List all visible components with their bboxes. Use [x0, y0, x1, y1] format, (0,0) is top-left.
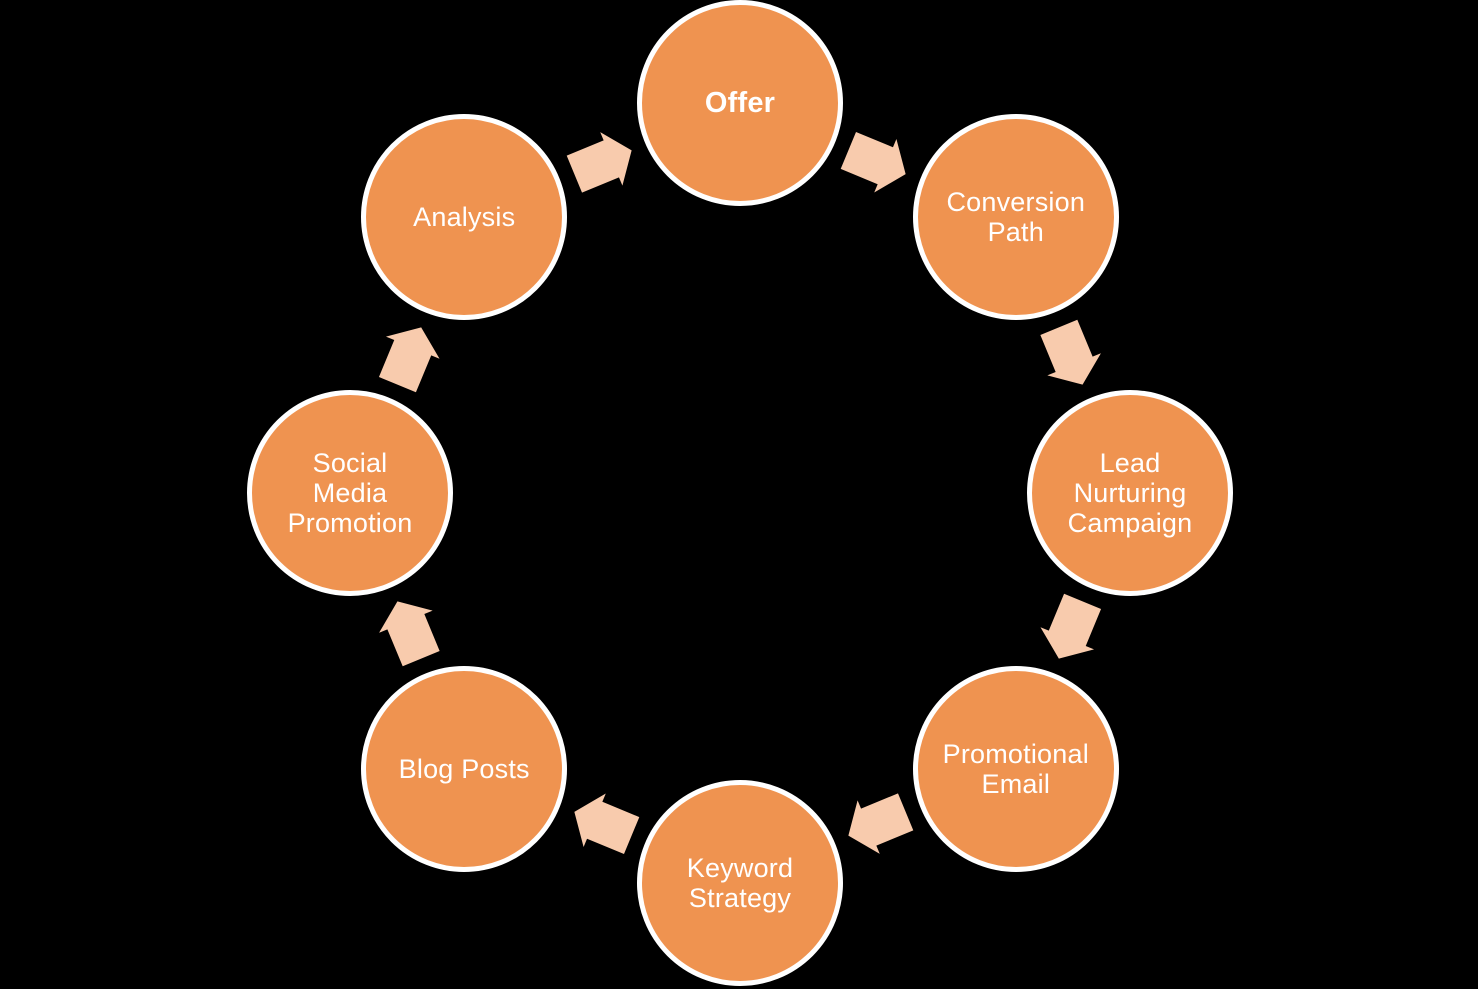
node-label-line: Promotional [942, 738, 1089, 769]
cycle-node-analysis: Analysis [361, 114, 568, 321]
node-label-line: Lead [1099, 448, 1161, 478]
flow-arrow [378, 327, 440, 393]
cycle-node-offer: Offer [637, 0, 843, 206]
node-label-line: Blog Posts [398, 753, 530, 784]
node-label-line: Conversion [946, 187, 1086, 218]
flow-arrow [840, 131, 906, 193]
flow-arrow [566, 132, 632, 193]
node-label-line: Path [987, 217, 1044, 248]
node-label: Offer [642, 88, 838, 118]
node-label-line: Nurturing [1073, 478, 1187, 508]
flow-arrow [1040, 593, 1102, 659]
node-label: Blog Posts [366, 754, 562, 784]
flow-arrow [848, 793, 914, 854]
node-label-line: Analysis [413, 202, 516, 233]
node-label-line: Promotion [287, 508, 413, 538]
node-label-line: Campaign [1067, 508, 1193, 538]
flow-arrow [1040, 319, 1101, 385]
node-label: Analysis [366, 202, 562, 232]
cycle-node-blog-posts: Blog Posts [361, 665, 568, 872]
node-label-line: Email [981, 768, 1051, 799]
node-label-line: Strategy [688, 883, 792, 913]
node-label-line: Keyword [686, 853, 794, 883]
flow-arrow [379, 601, 440, 667]
node-label-line: Social [312, 448, 388, 478]
flow-arrow [574, 793, 640, 855]
node-label-line: Media [312, 478, 388, 508]
node-label-line: Offer [704, 87, 776, 119]
